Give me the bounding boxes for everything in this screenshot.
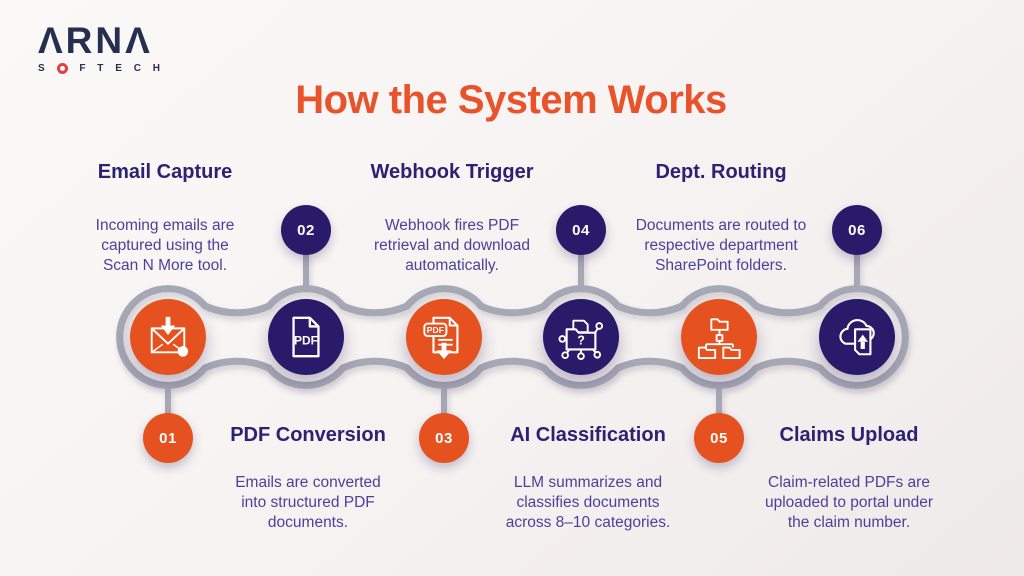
page-title: How the System Works <box>295 78 727 122</box>
logo-subtitle-letter: S <box>38 62 45 74</box>
step-3-title: Webhook Trigger <box>370 161 534 183</box>
logo-subtitle-letter: C <box>133 62 141 74</box>
step-4-node: ? <box>543 299 619 375</box>
desc-line: retrieval and download <box>374 237 530 254</box>
cloud-upload-icon <box>839 319 875 356</box>
desc-line: captured using the <box>101 237 229 254</box>
step-4-title: AI Classification <box>510 424 666 446</box>
step-4-number-badge: 04 <box>556 205 606 255</box>
step-5-number-badge: 05 <box>694 413 744 463</box>
logo-subtitle: S F T E C H <box>38 63 160 74</box>
logo-subtitle-letter: F <box>79 62 86 74</box>
arna-softech-logo: ΛRNΛ S F T E C H <box>38 22 160 74</box>
pdf-document-icon: PDF <box>292 316 320 358</box>
logo-brand-text: ΛRNΛ <box>38 20 153 61</box>
step-1-description: Incoming emails are captured using the S… <box>96 216 235 276</box>
desc-line: SharePoint folders. <box>655 257 787 274</box>
desc-line: across 8–10 categories. <box>505 514 671 531</box>
pdf-label-text: PDF <box>294 334 318 348</box>
step-6-title: Claims Upload <box>779 424 919 446</box>
step-5-description: Documents are routed to respective depar… <box>636 216 807 276</box>
desc-line: LLM summarizes and <box>513 474 663 491</box>
chain-outline <box>116 285 909 389</box>
email-capture-icon <box>150 316 189 357</box>
desc-line: classifies documents <box>516 494 660 511</box>
step-5-node <box>681 299 757 375</box>
logo-o-dot-icon <box>56 63 68 74</box>
step-1-title: Email Capture <box>97 161 233 183</box>
desc-line: Claim-related PDFs are <box>768 474 930 491</box>
desc-line: Emails are converted <box>235 474 381 491</box>
desc-line: Documents are routed to <box>635 217 807 234</box>
step-6-number-badge: 06 <box>832 205 882 255</box>
step-6-node <box>819 299 895 375</box>
desc-line: Webhook fires PDF <box>384 217 520 234</box>
step-6-description: Claim-related PDFs are uploaded to porta… <box>765 473 933 533</box>
step-5-title: Dept. Routing <box>655 161 787 183</box>
step-1-number-badge: 01 <box>143 413 193 463</box>
step-2-description: Emails are converted into structured PDF… <box>235 473 381 533</box>
desc-line: documents. <box>267 514 349 531</box>
step-2-node: PDF <box>268 299 344 375</box>
department-routing-icon <box>697 318 741 360</box>
pdf-tag-text: PDF <box>427 325 444 335</box>
desc-line: automatically. <box>405 257 499 274</box>
step-3-number-badge: 03 <box>419 413 469 463</box>
desc-line: uploaded to portal under <box>764 494 934 511</box>
logo-subtitle-letter: E <box>115 62 122 74</box>
step-1-node <box>130 299 206 375</box>
ai-classification-icon: ? <box>558 319 604 360</box>
desc-line: the claim number. <box>787 514 911 531</box>
step-2-number-badge: 02 <box>281 205 331 255</box>
logo-subtitle-letter: H <box>152 62 160 74</box>
question-mark-text: ? <box>577 334 585 348</box>
step-3-node: PDF <box>406 299 482 375</box>
pdf-download-icon: PDF <box>423 316 459 360</box>
desc-line: respective department <box>644 237 798 254</box>
logo-subtitle-letter: T <box>97 62 104 74</box>
desc-line: Scan N More tool. <box>102 257 228 274</box>
step-2-title: PDF Conversion <box>230 424 386 446</box>
step-3-description: Webhook fires PDF retrieval and download… <box>374 216 530 276</box>
desc-line: Incoming emails are <box>95 217 235 234</box>
step-4-description: LLM summarizes and classifies documents … <box>506 473 671 533</box>
desc-line: into structured PDF <box>241 494 375 511</box>
